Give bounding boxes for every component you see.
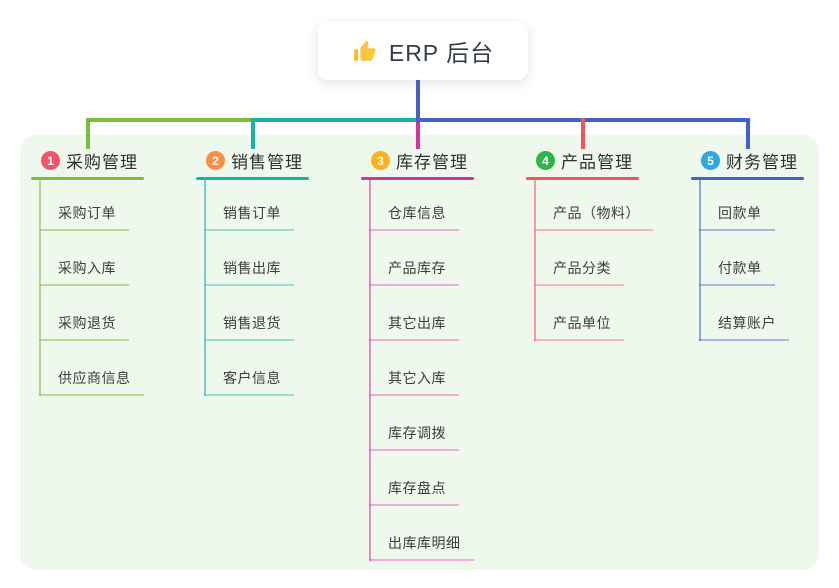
branch-item-label: 供应商信息 <box>58 370 131 386</box>
branch-item[interactable]: 其它入库 <box>369 341 459 396</box>
branch-item-label: 采购退货 <box>58 315 116 331</box>
branch-item[interactable]: 产品分类 <box>534 231 624 286</box>
branch-connector-line <box>369 179 371 561</box>
branch-drop-line <box>581 118 585 149</box>
branch-items: 仓库信息 产品库存 其它出库 其它入库 库存调拨 库存盘点 出库库明细 <box>369 176 474 561</box>
branch-title[interactable]: 1 采购管理 <box>31 150 196 172</box>
branch-item-label: 其它入库 <box>388 370 446 386</box>
branch-item-label: 销售出库 <box>223 260 281 276</box>
branch-connector-line <box>534 179 536 341</box>
branch-badge: 2 <box>206 151 225 170</box>
branch-title-label: 产品管理 <box>561 153 633 172</box>
branch-5: 5 财务管理 回款单 付款单 结算账户 <box>691 150 839 341</box>
branch-item[interactable]: 采购入库 <box>39 231 129 286</box>
branch-title-label: 财务管理 <box>726 153 798 172</box>
branch-item[interactable]: 销售订单 <box>204 176 294 231</box>
branch-connector-line <box>204 179 206 396</box>
branch-item-label: 销售订单 <box>223 205 281 221</box>
branch-item[interactable]: 销售退货 <box>204 286 294 341</box>
branch-item[interactable]: 回款单 <box>699 176 775 231</box>
branch-drop-line <box>251 118 255 149</box>
branch-title[interactable]: 2 销售管理 <box>196 150 361 172</box>
branch-1: 1 采购管理 采购订单 采购入库 采购退货 供应商信息 <box>31 150 196 396</box>
branch-item[interactable]: 供应商信息 <box>39 341 144 396</box>
branch-title-underline <box>691 177 804 180</box>
branch-item-label: 产品单位 <box>553 315 611 331</box>
root-node[interactable]: ERP 后台 <box>318 22 528 80</box>
branch-2: 2 销售管理 销售订单 销售出库 销售退货 客户信息 <box>196 150 361 396</box>
branch-item[interactable]: 产品单位 <box>534 286 624 341</box>
bus-segment-2 <box>255 118 416 122</box>
branch-items: 产品（物料） 产品分类 产品单位 <box>534 176 653 341</box>
branch-badge: 5 <box>701 151 720 170</box>
branch-item-label: 结算账户 <box>718 315 776 331</box>
branch-item[interactable]: 其它出库 <box>369 286 459 341</box>
branch-item-label: 产品库存 <box>388 260 446 276</box>
branch-title-underline <box>361 177 474 180</box>
bus-segment-3 <box>420 118 750 122</box>
thumbs-up-icon <box>352 38 378 64</box>
branch-title-label: 销售管理 <box>231 153 303 172</box>
root-title: ERP 后台 <box>388 40 495 66</box>
branch-item-label: 库存盘点 <box>388 480 446 496</box>
bus-segment-1 <box>86 118 255 122</box>
branch-item[interactable]: 客户信息 <box>204 341 294 396</box>
branch-item-label: 采购订单 <box>58 205 116 221</box>
branch-drop-line <box>746 118 750 149</box>
branch-badge: 4 <box>536 151 555 170</box>
branch-item[interactable]: 库存调拨 <box>369 396 459 451</box>
branch-item[interactable]: 仓库信息 <box>369 176 459 231</box>
branch-4: 4 产品管理 产品（物料） 产品分类 产品单位 <box>526 150 691 341</box>
branch-item-label: 其它出库 <box>388 315 446 331</box>
branch-item[interactable]: 采购退货 <box>39 286 129 341</box>
branch-item-label: 产品分类 <box>553 260 611 276</box>
mindmap-panel <box>20 135 819 570</box>
branch-title-underline <box>31 177 144 180</box>
branch-connector-line <box>699 179 701 341</box>
branch-items: 销售订单 销售出库 销售退货 客户信息 <box>204 176 294 396</box>
branch-item-label: 销售退货 <box>223 315 281 331</box>
branch-drop-line <box>416 122 420 149</box>
branch-item-label: 库存调拨 <box>388 425 446 441</box>
branch-title[interactable]: 5 财务管理 <box>691 150 839 172</box>
branch-item-label: 出库库明细 <box>388 535 461 551</box>
branch-item-label: 采购入库 <box>58 260 116 276</box>
branch-title-underline <box>196 177 309 180</box>
branch-item[interactable]: 产品（物料） <box>534 176 653 231</box>
branch-item[interactable]: 销售出库 <box>204 231 294 286</box>
branch-item-label: 仓库信息 <box>388 205 446 221</box>
branch-items: 采购订单 采购入库 采购退货 供应商信息 <box>39 176 144 396</box>
branch-item-label: 付款单 <box>718 260 762 276</box>
branch-connector-line <box>39 179 41 396</box>
branch-title-underline <box>526 177 639 180</box>
branch-item[interactable]: 结算账户 <box>699 286 789 341</box>
branch-title[interactable]: 4 产品管理 <box>526 150 691 172</box>
branch-item-label: 客户信息 <box>223 370 281 386</box>
trunk-line <box>416 80 420 122</box>
branch-item[interactable]: 库存盘点 <box>369 451 459 506</box>
branch-item-label: 产品（物料） <box>553 205 640 221</box>
branch-item[interactable]: 采购订单 <box>39 176 129 231</box>
branch-3: 3 库存管理 仓库信息 产品库存 其它出库 其它入库 库存调拨 库存盘点 出库库… <box>361 150 526 561</box>
branch-item[interactable]: 出库库明细 <box>369 506 474 561</box>
branch-title-label: 采购管理 <box>66 153 138 172</box>
branch-title[interactable]: 3 库存管理 <box>361 150 526 172</box>
branch-item[interactable]: 付款单 <box>699 231 775 286</box>
branch-item-label: 回款单 <box>718 205 762 221</box>
branch-badge: 3 <box>371 151 390 170</box>
branch-title-label: 库存管理 <box>396 153 468 172</box>
branch-badge: 1 <box>41 151 60 170</box>
branch-items: 回款单 付款单 结算账户 <box>699 176 789 341</box>
branch-drop-line <box>86 118 90 149</box>
branch-item[interactable]: 产品库存 <box>369 231 459 286</box>
